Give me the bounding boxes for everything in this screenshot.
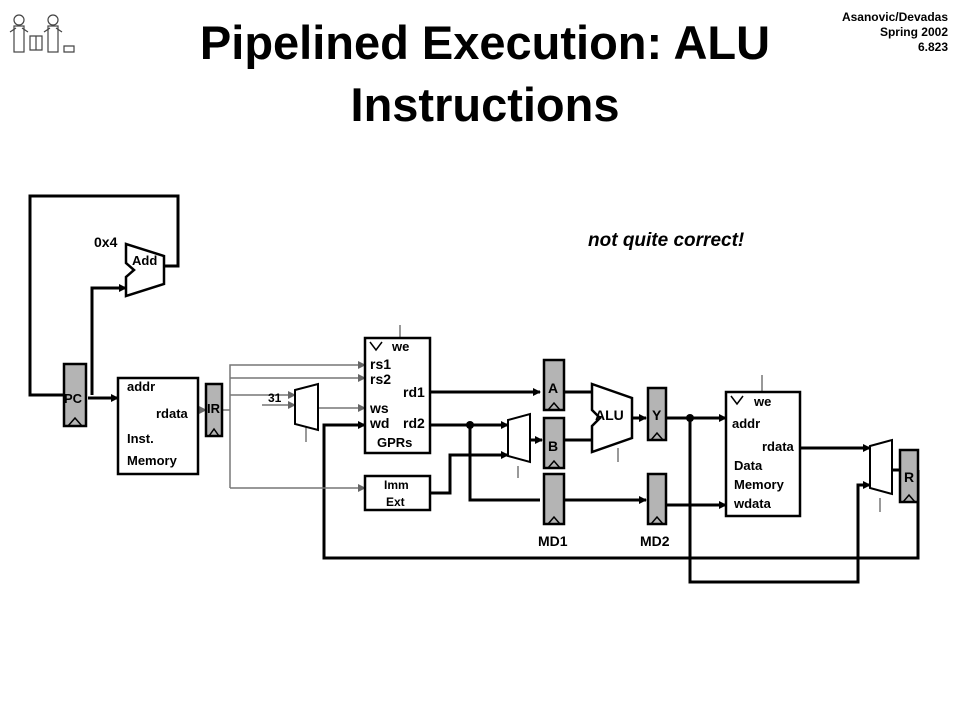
const-31-label: 31	[268, 391, 282, 405]
imem-name-line-1: Inst.	[127, 431, 154, 446]
gpr-wd-label: wd	[369, 415, 389, 431]
md1-label: MD1	[538, 533, 568, 549]
gpr-name-label: GPRs	[377, 435, 412, 450]
r-label: R	[904, 469, 914, 485]
gpr-file	[363, 336, 432, 455]
mit-logo	[9, 14, 75, 53]
b-mux	[507, 412, 531, 464]
dmem-we-label: we	[753, 394, 771, 409]
imem-addr-label: addr	[127, 379, 155, 394]
ws-mux	[294, 382, 319, 432]
dmem-name-line-1: Data	[734, 458, 763, 473]
dmem-rdata-label: rdata	[762, 439, 795, 454]
slide-title-line-1: Pipelined Execution: ALU	[199, 16, 771, 69]
ir-label: IR	[207, 401, 221, 416]
imem-rdata-label: rdata	[156, 406, 189, 421]
instruction-memory	[116, 376, 200, 476]
slide-title-line-2: Instructions	[350, 78, 620, 131]
pc-label: PC	[64, 391, 83, 406]
ir-register	[204, 382, 224, 438]
alu	[590, 382, 634, 454]
a-label: A	[548, 380, 558, 396]
note-not-quite-correct: not quite correct!	[588, 230, 744, 251]
b-label: B	[548, 438, 558, 454]
gpr-rs2-label: rs2	[370, 371, 391, 387]
wires	[28, 194, 920, 584]
md2-label: MD2	[640, 533, 670, 549]
dmem-wdata-label: wdata	[733, 496, 772, 511]
alu-label: ALU	[595, 407, 624, 423]
r-mux	[869, 438, 893, 496]
dmem-addr-label: addr	[732, 416, 760, 431]
pc-register	[62, 362, 88, 428]
slide-credit: Asanovic/Devadas Spring 2002 6.823	[842, 10, 948, 55]
credit-term: Spring 2002	[879, 25, 948, 39]
gpr-ws-label: ws	[369, 400, 389, 416]
credit-course: 6.823	[917, 40, 948, 54]
md1-register	[542, 472, 566, 526]
imm-ext-unit	[363, 474, 432, 512]
y-register	[646, 386, 668, 442]
gpr-rd1-label: rd1	[403, 384, 425, 400]
gpr-we-label: we	[391, 339, 409, 354]
md2-register	[646, 472, 668, 526]
add-label: Add	[132, 253, 157, 268]
imem-name-line-2: Memory	[127, 453, 178, 468]
a-register	[542, 358, 566, 412]
gpr-rs1-label: rs1	[370, 356, 391, 372]
credit-authors: Asanovic/Devadas	[841, 10, 948, 24]
y-label: Y	[652, 407, 662, 423]
data-memory	[724, 390, 802, 518]
b-register	[542, 416, 566, 470]
slide-title: Pipelined Execution: ALU Instructions	[110, 12, 860, 136]
gpr-rd2-label: rd2	[403, 415, 425, 431]
const-0x4-label: 0x4	[94, 234, 118, 250]
dmem-name-line-2: Memory	[734, 477, 785, 492]
imm-ext-line-1: Imm	[384, 478, 409, 492]
r-register	[898, 448, 920, 504]
imm-ext-line-2: Ext	[386, 495, 405, 509]
